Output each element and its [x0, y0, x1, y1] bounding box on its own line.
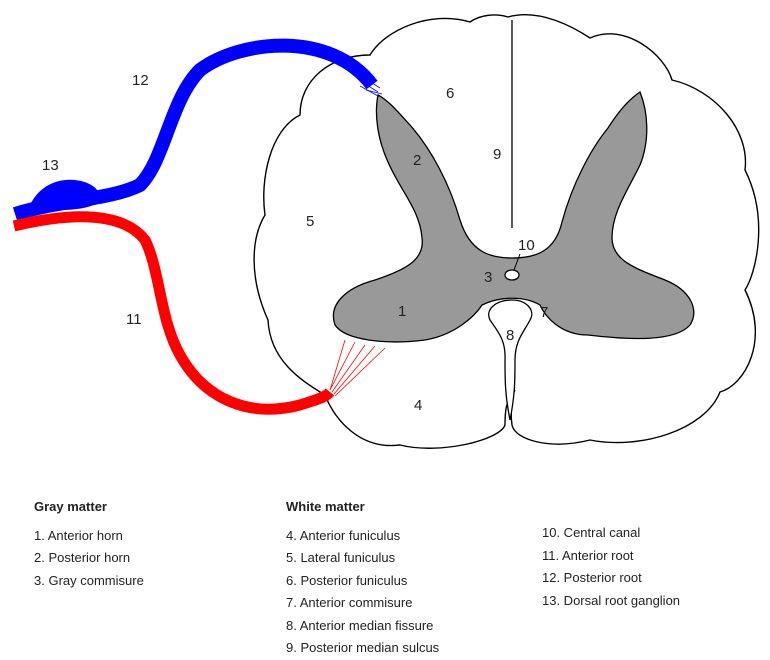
gray-matter	[332, 91, 695, 343]
legend-other: 10. Central canal 11. Anterior root 12. …	[542, 522, 680, 612]
legend-item: 8. Anterior median fissure	[286, 617, 434, 633]
label-3: 3	[484, 269, 492, 286]
legend-item: 12. Posterior root	[542, 570, 642, 585]
anterior-median-fissure	[488, 299, 533, 421]
label-1: 1	[398, 303, 406, 320]
anterior-rootlets	[329, 339, 386, 397]
legend-gray-title: Gray matter	[34, 499, 107, 514]
legend-item: 11. Anterior root	[542, 547, 634, 563]
legend-white-matter: White matter 4. Anterior funiculus 5. La…	[286, 496, 439, 660]
anterior-root	[12, 211, 335, 415]
legend-item: 2. Posterior horn	[34, 550, 131, 565]
legend-item: 3. Gray commisure	[34, 572, 144, 588]
label-10: 10	[518, 237, 535, 254]
legend-item: 4. Anterior funiculus	[286, 527, 401, 543]
label-12: 12	[132, 72, 149, 89]
legend-item: 7. Anterior commisure	[286, 595, 413, 610]
label-2: 2	[413, 152, 421, 169]
legend-item: 5. Lateral funiculus	[286, 550, 396, 565]
legend-item: 6. Posterior funiculus	[286, 572, 408, 588]
posterior-rootlets	[359, 77, 383, 97]
label-4: 4	[414, 397, 422, 414]
legend-item: 10. Central canal	[542, 525, 641, 540]
spinal-cord-diagram: 1 2 3 4 5 6 7 8 9 10 11 12 13	[12, 14, 760, 449]
label-9: 9	[493, 146, 501, 163]
legend-gray-matter: Gray matter 1. Anterior horn 2. Posterio…	[34, 496, 144, 592]
dorsal-root-ganglion	[30, 179, 100, 210]
legend-item: 13. Dorsal root ganglion	[542, 592, 681, 608]
label-13: 13	[42, 157, 59, 174]
central-canal	[504, 269, 520, 281]
central-canal-pointer	[513, 253, 521, 271]
label-6: 6	[446, 85, 454, 102]
legend-item: 9. Posterior median sulcus	[286, 640, 440, 655]
label-5: 5	[306, 213, 314, 230]
label-8: 8	[506, 327, 514, 344]
label-11: 11	[126, 311, 142, 328]
legend-item: 1. Anterior horn	[34, 527, 123, 543]
label-7: 7	[540, 304, 548, 321]
legend-white-title: White matter	[286, 499, 365, 514]
